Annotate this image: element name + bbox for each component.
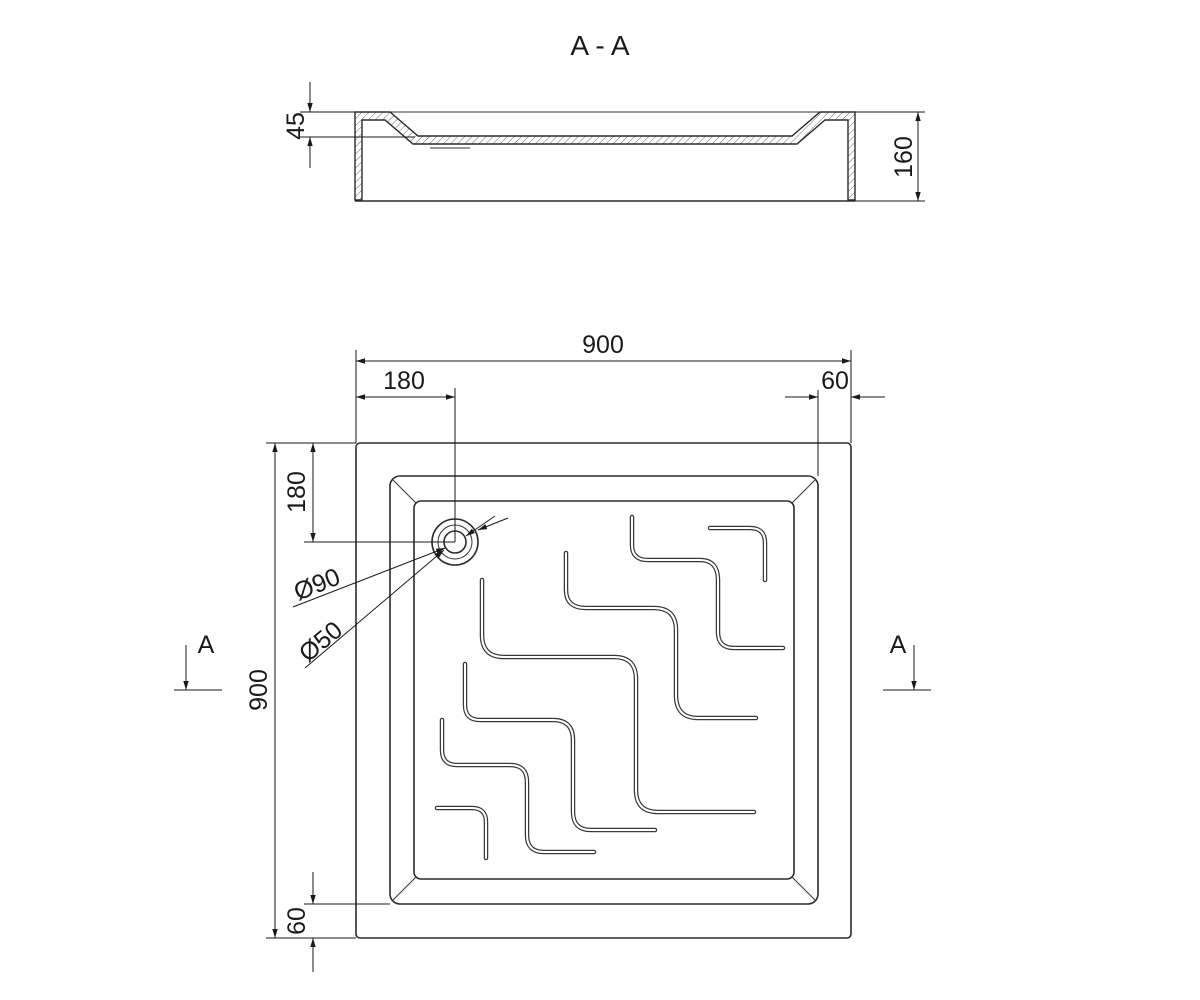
tray-inner-rim (389, 475, 819, 905)
dim-total-height: 160 (855, 111, 925, 202)
dim-drain-offset-y-label: 180 (283, 471, 311, 513)
tray-outer-edge (355, 442, 852, 939)
section-title: A - A (570, 30, 629, 61)
section-marker-left-label: A (198, 631, 215, 659)
tray-floor (413, 500, 795, 880)
section-marker-left: A (174, 631, 222, 691)
dim-total-depth: 900 (245, 442, 356, 939)
dim-total-width: 900 (355, 331, 852, 443)
dim-rim-height-label: 45 (282, 112, 310, 140)
dim-rim-height: 45 (282, 82, 415, 168)
section-shell-profile (354, 111, 856, 201)
dim-drain-diameters: Ø90 Ø50 (290, 515, 509, 669)
dim-drain-outer-label: Ø90 (290, 563, 344, 607)
dim-rim-right: 60 (785, 367, 885, 476)
dim-total-depth-label: 900 (245, 669, 273, 711)
plan-view: 900 180 60 900 180 (174, 331, 931, 972)
dim-rim-bottom-label: 60 (283, 907, 311, 935)
dim-drain-offset-x: 180 (356, 367, 456, 542)
dim-rim-bottom: 60 (283, 872, 390, 972)
section-marker-right-label: A (890, 631, 907, 659)
dim-total-height-label: 160 (890, 136, 918, 178)
section-marker-right: A (883, 631, 931, 691)
floor-grooves (434, 514, 786, 861)
dim-drain-offset-x-label: 180 (383, 367, 425, 395)
dim-total-width-label: 900 (582, 331, 624, 359)
dim-rim-right-label: 60 (821, 367, 849, 395)
dim-drain-inner-label: Ø50 (294, 616, 348, 668)
tray-corner-bevels (392, 479, 816, 901)
dim-drain-offset-y: 180 (283, 443, 455, 543)
section-view: A - A 45 160 (282, 30, 925, 202)
